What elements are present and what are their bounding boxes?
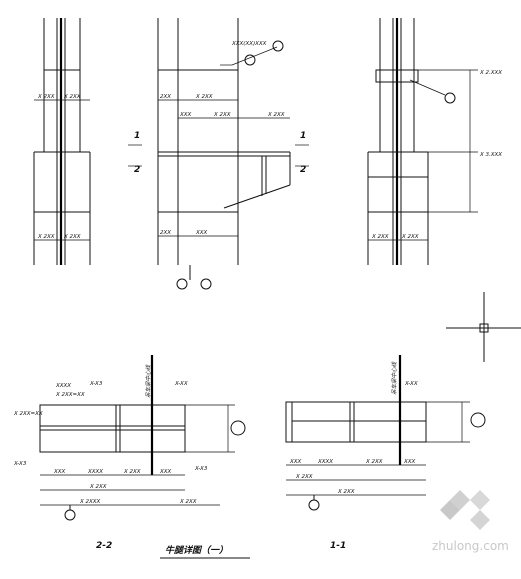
svg-text:X 2XX: X 2XX (295, 474, 313, 480)
svg-text:X-X3: X-X3 (13, 461, 27, 467)
svg-text:2XX: 2XX (160, 230, 171, 236)
section-mark-1-right: 1 (300, 131, 306, 141)
section-mark-2-right: 2 (300, 165, 306, 175)
section-2-2: XXXX X 2XX=XX X-X3 X-XX X 2XX=XX X-X3 X-… (13, 355, 246, 551)
svg-text:XXX: XXX (289, 459, 302, 465)
svg-text:X 2XX: X 2XX (37, 94, 55, 100)
svg-text:X-XX: X-XX (404, 381, 418, 387)
svg-text:X 2XX: X 2XX (365, 459, 383, 465)
svg-text:X 2XX: X 2XX (123, 469, 141, 475)
svg-text:X-X3: X-X3 (89, 381, 103, 387)
svg-text:XXXX: XXXX (87, 469, 103, 475)
elevation-dim-a: X 2.XXX (479, 70, 502, 76)
svg-text:X 2XX: X 2XX (63, 234, 81, 240)
svg-text:X 2XX: X 2XX (63, 94, 81, 100)
centerline-label-2-2: 吊车梁中心线 (145, 364, 152, 398)
section-2-2-title: 2-2 (96, 541, 112, 551)
right-column-elevation: X 2.XXX X 3.XXX X 2XX X 2XX (367, 18, 502, 265)
svg-text:X 2XX: X 2XX (179, 499, 197, 505)
section-mark-2-top: 2 (134, 165, 140, 175)
svg-text:XXXX: XXXX (317, 459, 333, 465)
watermark-text: zhulong.com (432, 539, 509, 553)
svg-text:X 2XX: X 2XX (37, 234, 55, 240)
svg-text:X 2XX: X 2XX (89, 484, 107, 490)
svg-text:X 2XXX: X 2XXX (79, 499, 101, 505)
svg-text:X 2XX: X 2XX (371, 234, 389, 240)
svg-text:XXX: XXX (53, 469, 66, 475)
watermark-logo (440, 490, 490, 530)
left-column-elevation: X 2XX X 2XX X 2XX X 2XX (33, 18, 91, 265)
svg-text:X 2XX: X 2XX (267, 112, 285, 118)
svg-text:X 2XX: X 2XX (337, 489, 355, 495)
svg-text:2XX: 2XX (160, 94, 171, 100)
svg-text:X 2XX: X 2XX (195, 94, 213, 100)
section-1-1: X-XX XXX XXXX X 2XX XXX X 2XX X 2XX 1-1 … (285, 355, 486, 551)
svg-text:XXX: XXX (159, 469, 172, 475)
svg-text:X-XX: X-XX (174, 381, 188, 387)
svg-text:X 2XX=XX: X 2XX=XX (55, 392, 85, 398)
svg-text:X 2XX: X 2XX (401, 234, 419, 240)
centerline-label-1-1: 吊车梁中心线 (391, 361, 398, 395)
svg-text:X 2XX: X 2XX (213, 112, 231, 118)
middle-elevation: 2XX X 2XX XXX X 2XX X 2XX 2XX XXX XXX(XX… (128, 18, 309, 290)
svg-text:XXX: XXX (403, 459, 416, 465)
svg-text:XXX(XX)XXX: XXX(XX)XXX (231, 41, 267, 47)
svg-text:X 2XX=XX: X 2XX=XX (13, 411, 43, 417)
svg-text:X-X3: X-X3 (194, 466, 208, 472)
elevation-dim-b: X 3.XXX (479, 152, 502, 158)
section-mark-1-top: 1 (134, 131, 140, 141)
svg-text:XXX: XXX (179, 112, 192, 118)
crosshair-symbol (446, 292, 521, 362)
svg-text:XXXX: XXXX (55, 383, 71, 389)
svg-text:XXX: XXX (195, 230, 208, 236)
section-1-1-title: 1-1 (330, 541, 346, 551)
drawing-title: 牛腿详图（一） (165, 545, 228, 556)
